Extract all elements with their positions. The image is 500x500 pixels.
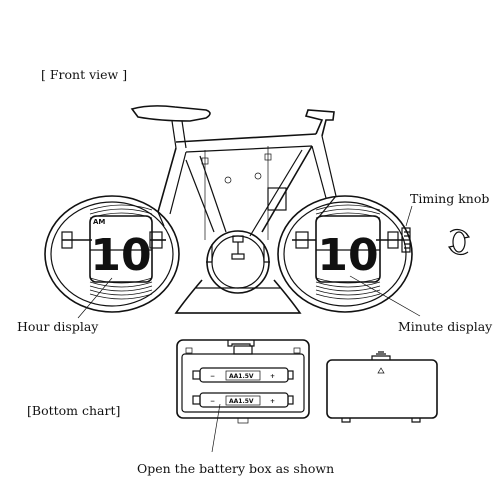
- battery-cell-2: − AA1.5V +: [192, 392, 294, 408]
- minute-flip-display: 10: [292, 204, 404, 300]
- rotate-icon: [447, 228, 471, 256]
- crank-hub: [206, 230, 270, 294]
- battery-compartment-open: − AA1.5V + − AA1.5V +: [176, 339, 310, 424]
- left-wheel: [44, 195, 180, 313]
- battery-cover: [326, 351, 438, 423]
- am-indicator: AM: [93, 218, 105, 226]
- battery-cell-1: − AA1.5V +: [192, 367, 294, 383]
- right-wheel: [277, 195, 413, 313]
- battery-2-minus: −: [210, 398, 215, 405]
- frame-internal-panel: [201, 146, 287, 240]
- bicycle-clock-front: AM 10 10: [44, 105, 413, 314]
- hour-digits: 10: [90, 230, 151, 281]
- minute-drum-cards: [315, 204, 381, 300]
- minute-display-label: Minute display: [398, 319, 493, 334]
- battery-1-plus: +: [270, 373, 275, 380]
- hour-flip-display: AM 10: [61, 204, 166, 300]
- timing-knob-leader: [405, 205, 413, 227]
- timing-knob: [401, 227, 411, 253]
- timing-knob-label: Timing knob: [410, 191, 489, 206]
- front-view-label: [ Front view ]: [41, 67, 127, 82]
- battery-instruction-label: Open the battery box as shown: [137, 461, 334, 476]
- battery-instruction-leader: [211, 403, 221, 453]
- battery-1-label: AA1.5V: [229, 373, 254, 380]
- bottom-chart-label: [Bottom chart]: [27, 403, 120, 418]
- base-stand: [174, 279, 302, 314]
- hour-display-label: Hour display: [17, 319, 99, 334]
- battery-1-minus: −: [210, 373, 215, 380]
- hour-display-leader: [77, 277, 113, 319]
- bicycle-frame: [130, 105, 337, 237]
- minute-display-leader: [349, 275, 421, 317]
- minute-digits: 10: [317, 230, 378, 281]
- battery-2-plus: +: [270, 398, 275, 405]
- battery-2-label: AA1.5V: [229, 398, 254, 405]
